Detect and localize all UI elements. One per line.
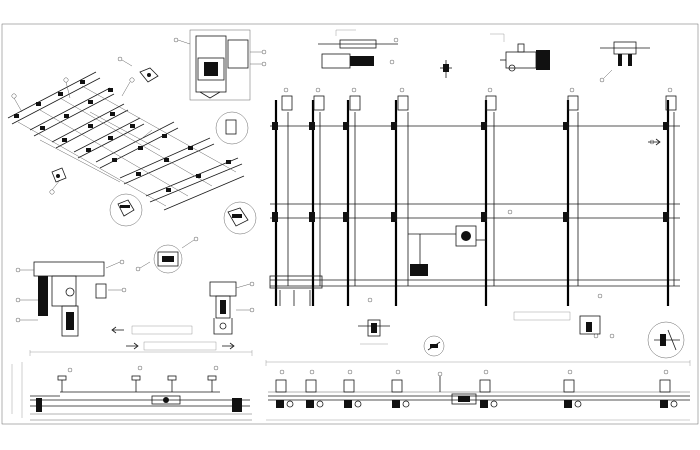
isometric-frame-view (7, 71, 245, 211)
detail-assembly-e (135, 236, 199, 274)
side-elevation-left (11, 350, 253, 421)
detail-clamp-d (51, 167, 67, 183)
side-elevation-right (265, 360, 691, 421)
note-arrows (111, 325, 235, 351)
bracket-section-detail (513, 311, 615, 339)
detail-bracket-c (223, 201, 257, 235)
detail-bracket-b (109, 193, 143, 227)
gearmotor-detail (490, 33, 550, 72)
beam-section-detail (358, 319, 390, 345)
detail-cylinder-top (215, 111, 249, 145)
clamp-section-detail (599, 41, 650, 83)
detail-clamp-a (117, 56, 159, 83)
cylinder-elevation-view (15, 259, 127, 337)
round-detail (423, 335, 445, 357)
plan-view (269, 87, 680, 306)
drive-shaft-detail (318, 29, 399, 69)
motor-block-view (173, 29, 267, 101)
drive-unit (455, 225, 477, 247)
sheet-border (1, 23, 699, 425)
pivot-detail (647, 321, 685, 359)
clamp-elevation-view (209, 281, 255, 335)
small-fitting-detail (440, 60, 452, 78)
